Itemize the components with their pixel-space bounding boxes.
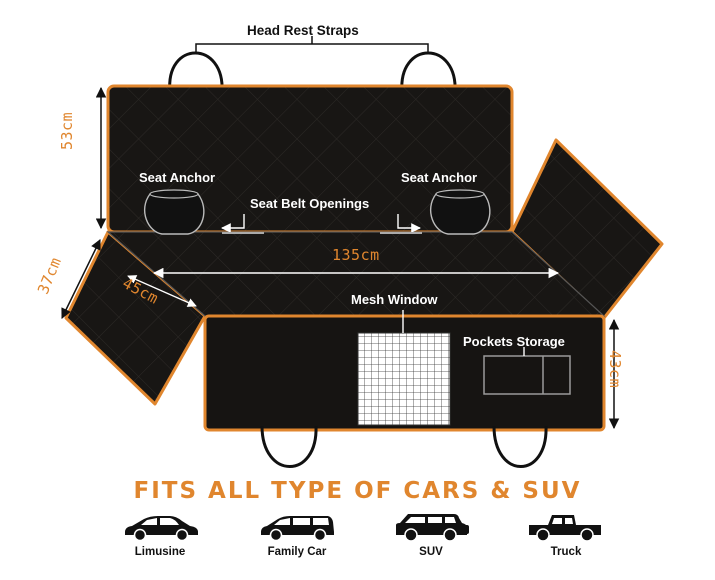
seat-anchor-right-icon (430, 193, 491, 235)
side-flap-width-arrow (127, 275, 197, 307)
seat-width-label: 135cm (332, 246, 380, 264)
car-label-limusine: Limusine (134, 546, 186, 558)
backrest-height-label: 53cm (58, 111, 76, 150)
sedan-car-icon (125, 516, 198, 542)
head-rest-bracket (195, 43, 429, 52)
pockets-storage-label: Pockets Storage (463, 334, 565, 349)
seat-belt-openings (221, 214, 422, 234)
head-rest-straps-label: Head Rest Straps (247, 23, 359, 38)
storage-pockets (483, 355, 571, 395)
front-height-label: 43cm (606, 350, 624, 389)
mesh-window (357, 332, 451, 426)
suv-car-icon (396, 514, 469, 542)
mesh-window-label: Mesh Window (351, 292, 438, 307)
car-label-truck: Truck (550, 546, 582, 558)
wagon-car-icon (261, 516, 334, 542)
car-label-family-car: Family Car (267, 546, 327, 558)
seat-anchor-left-icon (144, 193, 205, 235)
seat-anchor-right-label: Seat Anchor (401, 170, 478, 185)
seat-anchor-left-label: Seat Anchor (139, 170, 216, 185)
bottom-strap-right (492, 425, 548, 468)
bottom-strap-left (260, 425, 318, 468)
side-flap-height-arrow (61, 239, 101, 319)
pickup-truck-icon (529, 515, 601, 542)
car-label-suv: SUV (419, 546, 443, 558)
fits-all-cars-tagline: FITS ALL TYPE OF CARS & SUV (133, 478, 582, 504)
seat-belt-openings-label: Seat Belt Openings (250, 196, 370, 211)
